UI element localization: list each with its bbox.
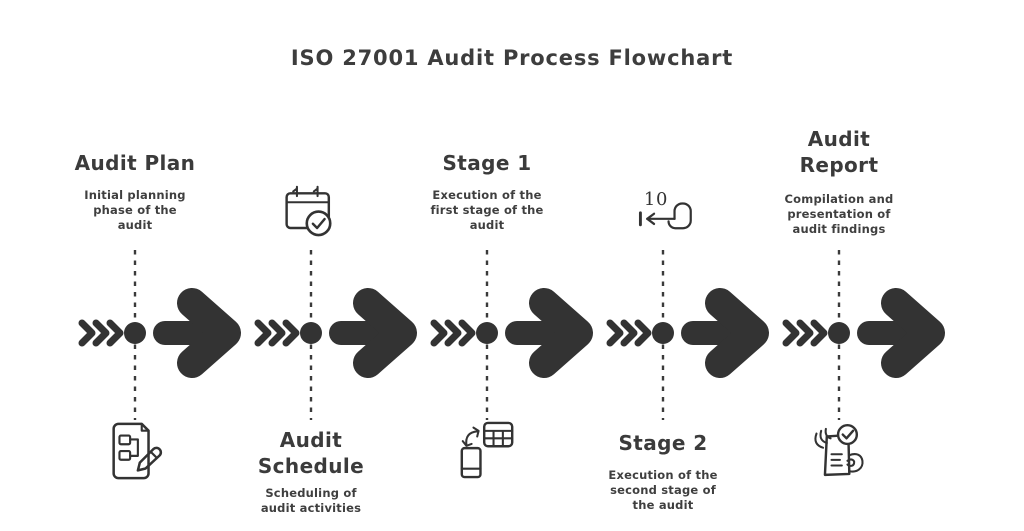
stage-title-audit-report: Audit Report (799, 127, 879, 177)
stage-desc-audit-report: Compilation and presentation of audit fi… (784, 192, 894, 236)
report-check-icon (814, 423, 864, 477)
document-edit-icon (112, 422, 163, 480)
stage-title-stage-2: Stage 2 (618, 431, 708, 455)
repeat-10-icon: 10 (638, 189, 692, 230)
stage-title-stage-1: Stage 1 (442, 151, 532, 175)
stage-title-audit-schedule: Audit Schedule (257, 428, 365, 478)
stage-desc-audit-schedule: Scheduling of audit activities (260, 486, 362, 515)
stage-desc-audit-plan: Initial planning phase of the audit (84, 188, 186, 232)
stage-title-audit-plan: Audit Plan (74, 151, 196, 175)
stage-desc-stage-2: Execution of the second stage of the aud… (608, 468, 718, 512)
stage-desc-stage-1: Execution of the first stage of the audi… (430, 188, 544, 232)
repeat-count-label: 10 (644, 189, 669, 210)
device-sync-table-icon (460, 421, 514, 479)
page-title: ISO 27001 Audit Process Flowchart (290, 46, 734, 70)
calendar-check-icon (285, 185, 332, 237)
